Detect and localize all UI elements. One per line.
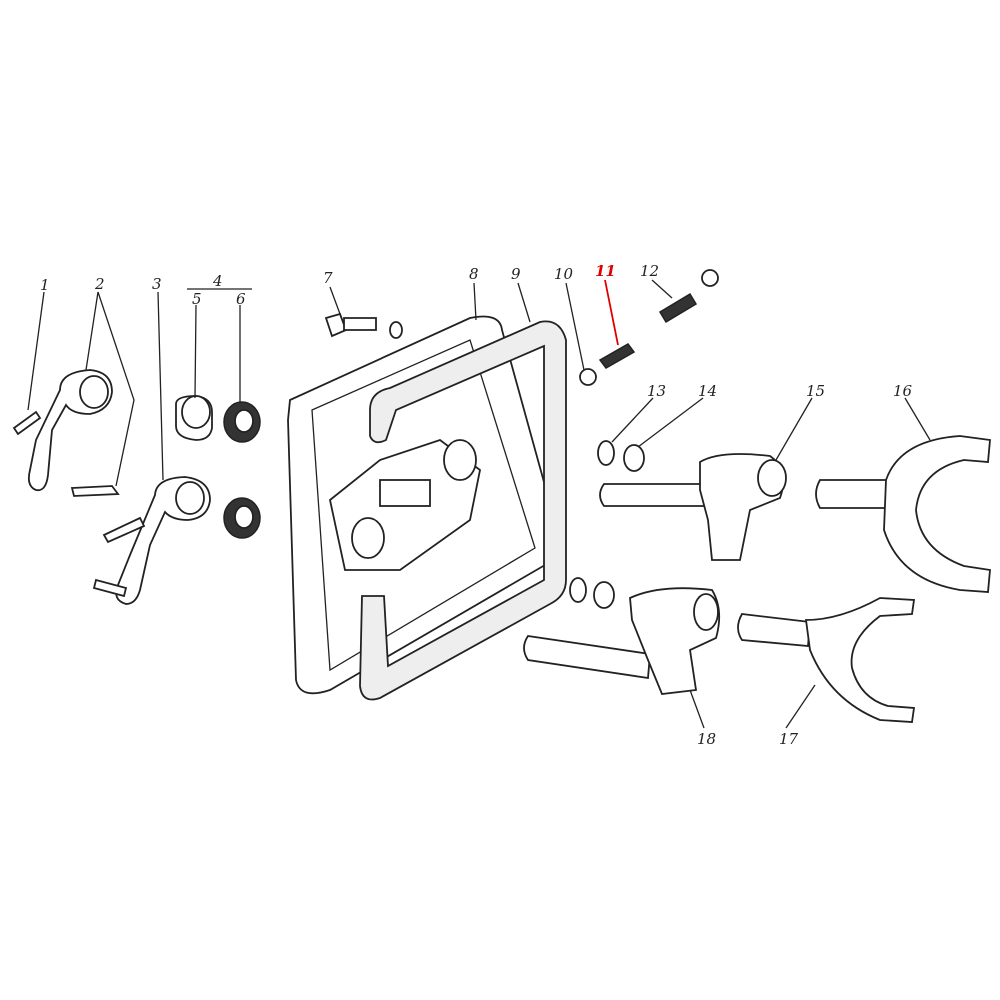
label-11: 11 xyxy=(595,262,616,280)
label-3: 3 xyxy=(152,275,162,293)
part-14-washer xyxy=(593,444,645,609)
label-17: 17 xyxy=(779,730,799,748)
label-8: 8 xyxy=(469,265,479,283)
label-2: 2 xyxy=(94,275,105,293)
part-8-cover xyxy=(287,315,562,695)
part-7-bolt xyxy=(324,312,403,339)
label-5: 5 xyxy=(192,290,202,308)
label-9: 9 xyxy=(511,265,521,283)
part-2-lever xyxy=(27,369,120,497)
part-13-circlip xyxy=(569,440,615,603)
label-13: 13 xyxy=(647,382,666,400)
label-1: 1 xyxy=(40,276,50,294)
highlight-leader xyxy=(604,279,619,346)
part-18-selector-rail xyxy=(523,587,721,695)
label-6: 6 xyxy=(236,290,246,308)
label-15: 15 xyxy=(806,382,825,400)
label-18: 18 xyxy=(697,730,716,748)
label-4: 4 xyxy=(212,272,223,290)
part-6-seal xyxy=(223,401,261,539)
part-5-bushing xyxy=(175,395,213,441)
leader-lines xyxy=(27,279,931,729)
label-14: 14 xyxy=(698,382,717,400)
part-11-spring xyxy=(598,343,636,369)
part-9-gasket xyxy=(359,320,567,701)
part-3-lever xyxy=(92,476,211,605)
label-12: 12 xyxy=(640,262,659,280)
part-1-pin xyxy=(12,410,42,436)
part-10-ball xyxy=(579,368,597,386)
part-12-pin xyxy=(658,269,719,324)
label-16: 16 xyxy=(893,382,913,400)
part-16-fork xyxy=(815,435,991,593)
label-7: 7 xyxy=(323,269,333,287)
part-17-fork xyxy=(737,597,916,723)
part-15-selector-rail xyxy=(599,453,787,561)
label-10: 10 xyxy=(554,265,574,283)
